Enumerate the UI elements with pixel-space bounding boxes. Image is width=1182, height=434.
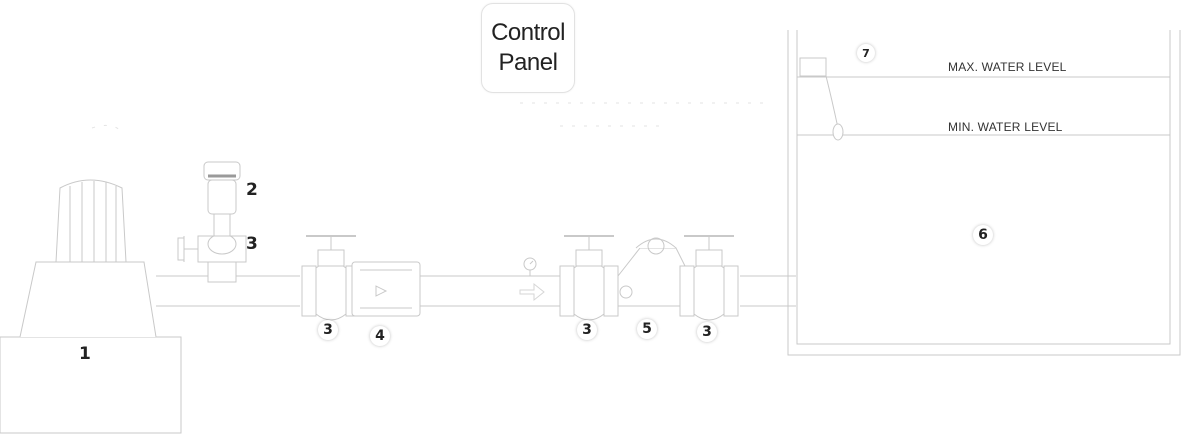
main-pipe: [156, 275, 796, 307]
control-valve-number: 5: [642, 321, 652, 337]
gate-valve-1-label: 3: [318, 320, 338, 340]
gate-valve-1: [301, 235, 361, 321]
arrow-right-icon: [519, 282, 545, 302]
control-panel: Control Panel: [481, 3, 575, 93]
tank-number: 6: [978, 227, 988, 243]
gate-valve-3: [679, 235, 739, 321]
max-water-level-label: MAX. WATER LEVEL: [948, 60, 1067, 74]
actuator-label: 2: [246, 180, 258, 200]
control-valve-label: 5: [637, 319, 657, 339]
pump-motor: [55, 179, 127, 263]
min-water-level-label: MIN. WATER LEVEL: [948, 120, 1063, 134]
strainer-body: [351, 261, 421, 317]
gate-valve-3-number: 3: [702, 324, 712, 340]
float-switch: [799, 57, 844, 141]
gate-valve-1-number: 3: [323, 322, 333, 338]
pump-skirt: [19, 261, 157, 338]
gate-valve-2-label: 3: [577, 320, 597, 340]
float-switch-label: 7: [857, 44, 875, 62]
pressure-gauge-icon: [523, 257, 537, 276]
branch-valve-label: 3: [246, 234, 258, 254]
signal-lines: [91, 102, 770, 131]
control-panel-line1: Control: [491, 19, 565, 46]
control-valve-body: [617, 237, 691, 307]
strainer-label: 4: [370, 326, 390, 346]
tank: [787, 30, 1181, 356]
gate-valve-2: [559, 235, 619, 321]
control-panel-line2: Panel: [498, 49, 558, 76]
pump-label: 1: [79, 344, 91, 364]
tank-label: 6: [973, 225, 993, 245]
gate-valve-2-number: 3: [582, 322, 592, 338]
float-switch-number: 7: [862, 46, 870, 60]
gate-valve-3-label: 3: [697, 322, 717, 342]
strainer-number: 4: [375, 328, 385, 344]
pump-base-box: [0, 336, 182, 434]
branch-riser: [177, 161, 247, 283]
